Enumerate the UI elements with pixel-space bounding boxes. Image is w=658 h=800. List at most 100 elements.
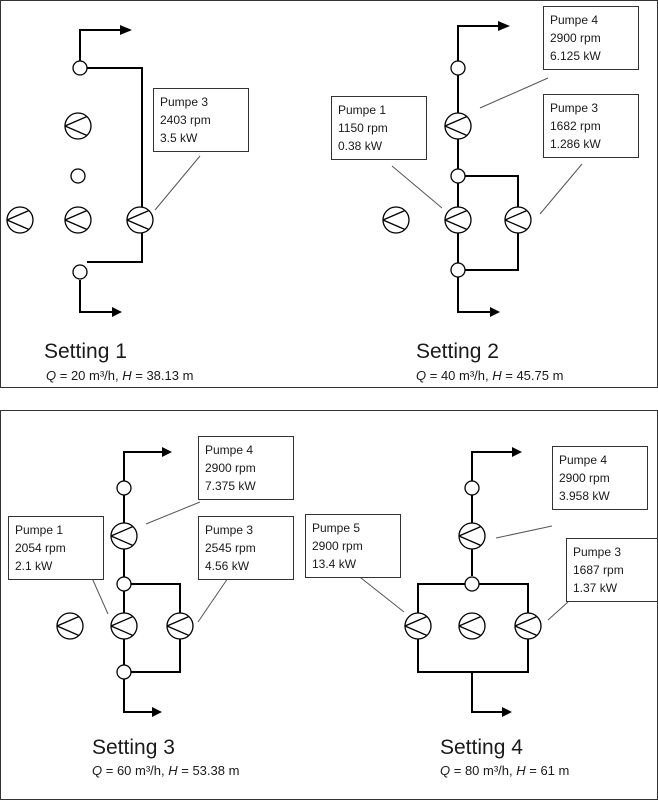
pump-3-icon bbox=[126, 206, 154, 234]
pump-rpm: 2403 rpm bbox=[160, 113, 211, 127]
pump-5-icon bbox=[382, 206, 410, 234]
pump-rpm: 1682 rpm bbox=[550, 119, 601, 133]
label-connector bbox=[154, 155, 201, 211]
pump-1-icon bbox=[444, 206, 472, 234]
outlet-arrow bbox=[498, 21, 510, 31]
pump-5-icon bbox=[404, 612, 432, 640]
inlet-arrow bbox=[490, 307, 500, 317]
outlet-pipe bbox=[471, 451, 512, 482]
inlet-arrow bbox=[502, 707, 512, 717]
pipe-node bbox=[116, 576, 132, 592]
pump-1-icon bbox=[64, 206, 92, 234]
setting-3-title: Setting 3 bbox=[92, 736, 175, 759]
outlet-arrow bbox=[162, 447, 172, 457]
pump-4-icon bbox=[64, 112, 92, 140]
setting-1-subtitle: Q = 20 m³/h, H = 38.13 m bbox=[46, 368, 194, 383]
pump-4-icon bbox=[444, 112, 472, 140]
pipe-node bbox=[72, 264, 88, 280]
panel-bottom bbox=[0, 410, 658, 800]
label-connector bbox=[547, 601, 569, 621]
pump-rpm: 2054 rpm bbox=[15, 541, 66, 555]
setting-4-title: Setting 4 bbox=[440, 736, 523, 759]
setting-2-title: Setting 2 bbox=[416, 340, 499, 363]
pump-name: Pumpe 3 bbox=[550, 101, 599, 115]
pump-4-label: Pumpe 4 2900 rpm 7.375 kW bbox=[198, 436, 294, 500]
pipe-node bbox=[450, 262, 466, 278]
pump-1-icon bbox=[458, 612, 486, 640]
pump-3-label: Pumpe 3 1682 rpm 1.286 kW bbox=[543, 94, 639, 158]
setting-2-diagram bbox=[382, 21, 583, 317]
pump-name: Pumpe 3 bbox=[205, 523, 254, 537]
pump-3-icon bbox=[166, 612, 194, 640]
pump-power: 4.56 kW bbox=[205, 559, 250, 573]
pump-3-label: Pumpe 3 1687 rpm 1.37 kW bbox=[566, 538, 658, 602]
pump-1-icon bbox=[110, 612, 138, 640]
pump-3-icon bbox=[514, 612, 542, 640]
pipe-node bbox=[116, 480, 132, 496]
pump-rpm: 2900 rpm bbox=[205, 461, 256, 475]
pump-name: Pumpe 4 bbox=[205, 443, 254, 457]
setting-1-title: Setting 1 bbox=[44, 340, 127, 363]
pump-name: Pumpe 1 bbox=[15, 523, 64, 537]
pump-power: 1.286 kW bbox=[550, 137, 601, 151]
inlet-arrow bbox=[112, 307, 122, 317]
outlet-pipe bbox=[79, 29, 120, 68]
main-pipe bbox=[123, 488, 152, 713]
outlet-pipe bbox=[457, 25, 498, 62]
pump-power: 2.1 kW bbox=[15, 559, 53, 573]
outlet-pipe bbox=[123, 451, 162, 482]
pump-rpm: 1150 rpm bbox=[338, 121, 388, 135]
pump-power: 6.125 kW bbox=[550, 49, 601, 63]
pump-4-icon bbox=[458, 522, 486, 550]
pump-3-label: Pumpe 3 2545 rpm 4.56 kW bbox=[198, 516, 294, 580]
setting-4-diagram bbox=[355, 447, 569, 717]
pump-3-icon bbox=[504, 206, 532, 234]
pump-power: 0.38 kW bbox=[338, 139, 383, 153]
pump-name: Pumpe 4 bbox=[550, 13, 599, 27]
parallel-loop bbox=[417, 583, 529, 673]
pump-5-icon bbox=[56, 612, 84, 640]
pump-power: 1.37 kW bbox=[573, 581, 618, 595]
label-connector bbox=[197, 577, 229, 623]
pump-5-icon bbox=[6, 206, 34, 234]
pipe-node bbox=[72, 60, 88, 76]
setting-3-subtitle: Q = 60 m³/h, H = 53.38 m bbox=[92, 763, 240, 778]
pump-5-label: Pumpe 5 2900 rpm 13.4 kW bbox=[305, 514, 401, 578]
label-connector bbox=[145, 501, 201, 525]
label-connector bbox=[355, 573, 405, 613]
inlet-arrow bbox=[152, 707, 162, 717]
pump-rpm: 1687 rpm bbox=[573, 563, 624, 577]
setting-4-subtitle: Q = 80 m³/h, H = 61 m bbox=[440, 763, 570, 778]
outlet-arrow bbox=[512, 447, 522, 457]
pipe-node bbox=[464, 480, 480, 496]
setting-2-subtitle: Q = 40 m³/h, H = 45.75 m bbox=[416, 368, 564, 383]
label-connector bbox=[91, 577, 109, 615]
pump-1-label: Pumpe 1 2054 rpm 2.1 kW bbox=[8, 516, 104, 580]
label-connector bbox=[479, 77, 549, 109]
label-connector bbox=[539, 163, 583, 215]
pump-3-loop bbox=[87, 67, 143, 263]
pipe-node bbox=[450, 168, 466, 184]
label-connector bbox=[391, 165, 443, 209]
pump-name: Pumpe 3 bbox=[160, 95, 209, 109]
pump-rpm: 2900 rpm bbox=[312, 539, 363, 553]
pump-name: Pumpe 3 bbox=[573, 545, 622, 559]
pump-rpm: 2900 rpm bbox=[559, 471, 610, 485]
pump-3-label: Pumpe 3 2403 rpm 3.5 kW bbox=[153, 88, 249, 152]
pump-4-label: Pumpe 4 2900 rpm 6.125 kW bbox=[543, 6, 639, 70]
pump-rpm: 2900 rpm bbox=[550, 31, 601, 45]
outlet-arrow bbox=[120, 25, 132, 35]
pump-power: 13.4 kW bbox=[312, 557, 357, 571]
pump-power: 3.5 kW bbox=[160, 131, 198, 145]
setting-1-diagram bbox=[6, 25, 201, 317]
pipe-node bbox=[464, 576, 480, 592]
pump-name: Pumpe 4 bbox=[559, 453, 608, 467]
inlet-pipe bbox=[471, 672, 502, 713]
label-connector bbox=[495, 525, 553, 539]
pump-4-icon bbox=[110, 522, 138, 550]
setting-3-diagram bbox=[56, 447, 229, 717]
pump-1-label: Pumpe 1 1150 rpm 0.38 kW bbox=[331, 96, 427, 160]
pipe-node bbox=[70, 168, 86, 184]
pipe-node bbox=[116, 664, 132, 680]
